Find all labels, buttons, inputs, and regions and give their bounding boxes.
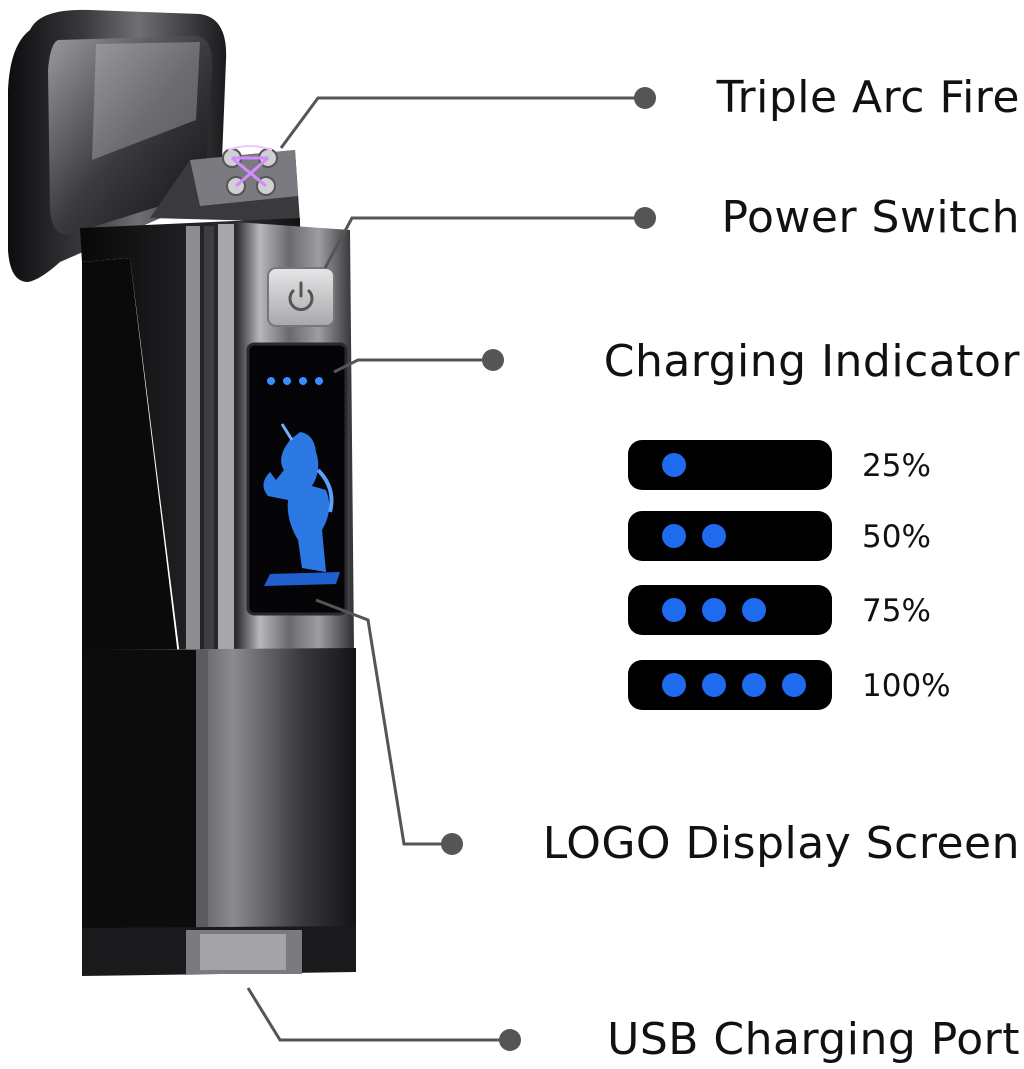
callout-dots	[441, 87, 656, 1051]
label-logo-display-screen: LOGO Display Screen	[542, 818, 1020, 869]
arc-electrodes	[222, 145, 278, 196]
charge-dot	[702, 524, 726, 548]
unicorn-logo	[263, 423, 340, 586]
charge-level-label: 25%	[862, 448, 931, 484]
charge-level-label: 75%	[862, 593, 931, 629]
charge-dot	[782, 673, 806, 697]
charge-dot	[742, 598, 766, 622]
charge-level-label: 50%	[862, 519, 931, 555]
callout-lines	[246, 96, 642, 1042]
charge-dot	[702, 673, 726, 697]
charge-level-bar	[628, 660, 832, 710]
lighter-indicator-dots	[267, 377, 323, 385]
charge-dot	[702, 598, 726, 622]
charge-level-bar	[628, 440, 832, 490]
label-triple-arc-fire: Triple Arc Fire	[716, 72, 1020, 123]
charge-level-bar	[628, 585, 832, 635]
charge-dot	[742, 673, 766, 697]
label-usb-charging-port: USB Charging Port	[607, 1014, 1020, 1065]
charge-dot	[662, 453, 686, 477]
charge-dot	[662, 524, 686, 548]
label-power-switch: Power Switch	[721, 192, 1020, 243]
charge-level-label: 100%	[862, 668, 951, 704]
label-charging-indicator: Charging Indicator	[603, 336, 1020, 387]
charge-dot	[662, 598, 686, 622]
charge-level-bar	[628, 511, 832, 561]
power-icon	[288, 281, 314, 311]
charge-dot	[662, 673, 686, 697]
